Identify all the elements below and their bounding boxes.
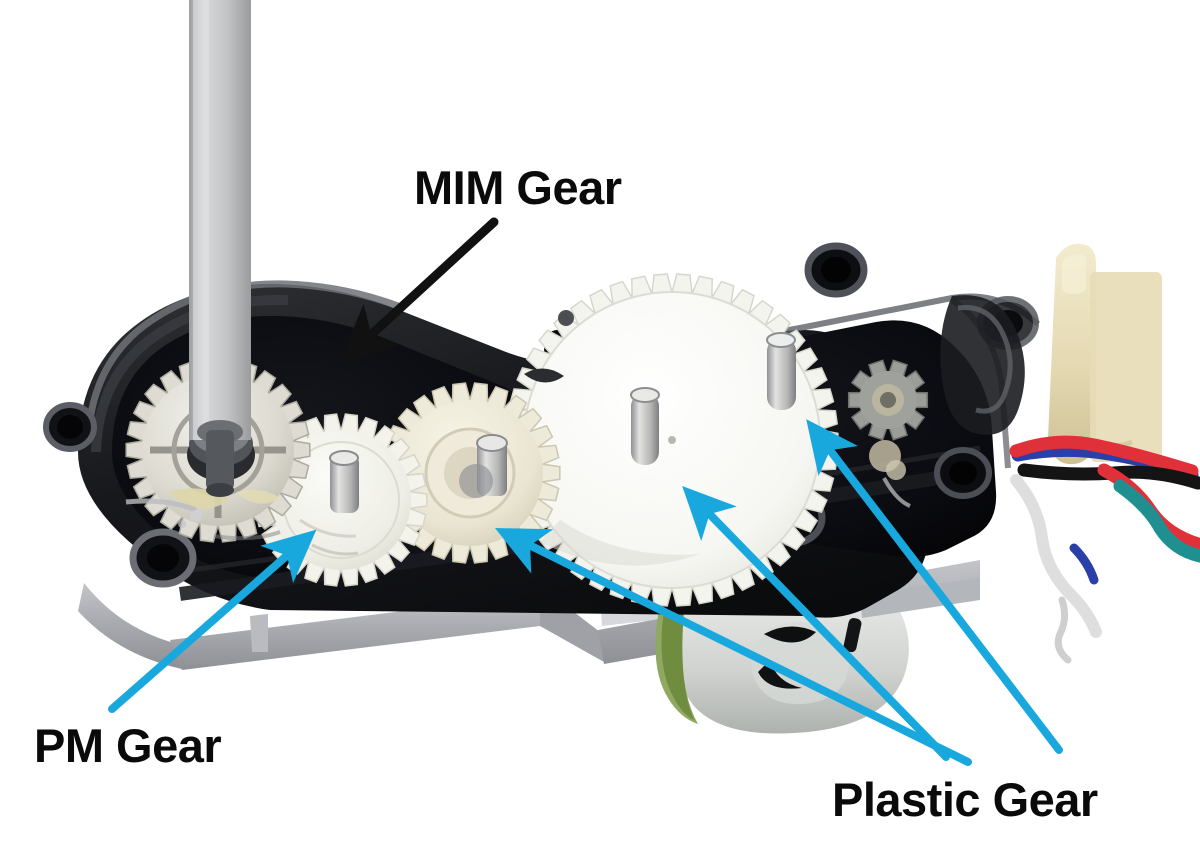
pm-gear-pin bbox=[330, 455, 359, 513]
intermediate-plastic-gear bbox=[379, 382, 561, 564]
annotation-label-pm-gear: PM Gear bbox=[34, 719, 222, 772]
wire-teal bbox=[1113, 479, 1200, 563]
annotation-label-plastic-gear: Plastic Gear bbox=[832, 773, 1098, 826]
output-shaft bbox=[187, 0, 255, 497]
annotation-label-mim-gear: MIM Gear bbox=[414, 161, 622, 214]
connector bbox=[1048, 243, 1162, 465]
gear-pin-post-1 bbox=[630, 387, 660, 465]
metal-pinion bbox=[847, 359, 929, 441]
gear-pin-post-2 bbox=[766, 332, 796, 410]
wire-blue-2 bbox=[1069, 543, 1099, 585]
large-plastic-gear bbox=[505, 273, 839, 607]
